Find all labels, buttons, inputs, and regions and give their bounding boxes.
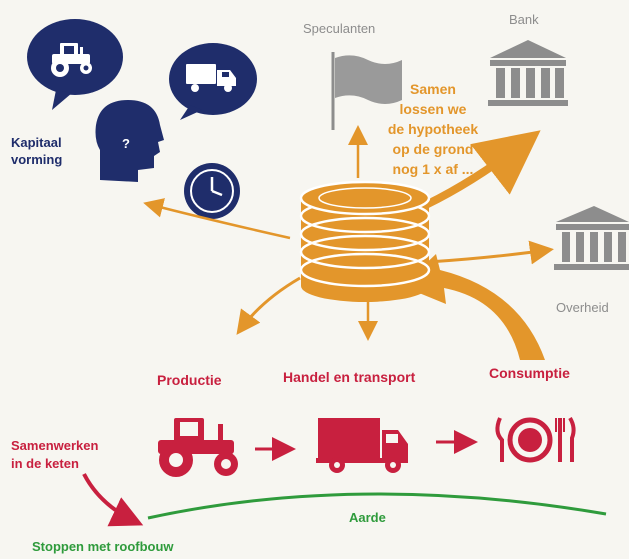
samen-text: Samen lossen we de hypotheek op de grond… [378, 79, 488, 179]
samen-line-3: de hypotheek [387, 121, 479, 137]
productie-label: Productie [157, 372, 222, 388]
clock-icon [184, 163, 240, 219]
samen-line-2: lossen we [399, 101, 467, 117]
kapitaal-vorming-label: Kapitaal vorming [11, 134, 62, 168]
government-icon [554, 206, 629, 270]
samen-line-5: nog 1 x af ... [392, 161, 474, 177]
plate-cutlery-icon [495, 416, 576, 463]
truck-icon [186, 64, 236, 92]
samenwerken-label: Samenwerken in de keten [11, 437, 98, 473]
consumptie-label: Consumptie [489, 365, 570, 381]
samenwerken-line-1: Samenwerken [11, 438, 99, 453]
truck-bubble [169, 43, 257, 120]
truck-red-icon [316, 418, 408, 473]
aarde-curve [147, 492, 607, 520]
tractor-bubble [27, 19, 123, 110]
samen-line-1: Samen [410, 81, 456, 97]
arrow-to-stoppen [82, 473, 144, 527]
aarde-label: Aarde [349, 510, 386, 525]
coin-stack-icon [299, 180, 431, 302]
bank-icon [488, 40, 568, 106]
arrow-to-productie [236, 276, 301, 335]
kapitaal-line-2: vorming [11, 152, 63, 167]
overheid-label: Overheid [556, 300, 609, 315]
kapitaal-line-1: Kapitaal [11, 135, 62, 150]
flag-icon [331, 52, 402, 130]
bank-label: Bank [509, 12, 539, 27]
samen-line-4: op de grond [392, 141, 474, 157]
speculanten-label: Speculanten [303, 21, 376, 36]
return-big-arrow [402, 254, 545, 360]
arrow-to-kapitaal [143, 198, 291, 240]
head-icon [95, 100, 164, 182]
handel-label: Handel en transport [283, 369, 416, 385]
stoppen-label: Stoppen met roofbouw [32, 539, 174, 554]
tractor-red-icon [158, 418, 238, 477]
arrow-to-overheid [427, 240, 554, 265]
question-mark: ? [122, 136, 130, 151]
samenwerken-line-2: in de keten [11, 456, 79, 471]
tractor-icon [51, 43, 92, 77]
